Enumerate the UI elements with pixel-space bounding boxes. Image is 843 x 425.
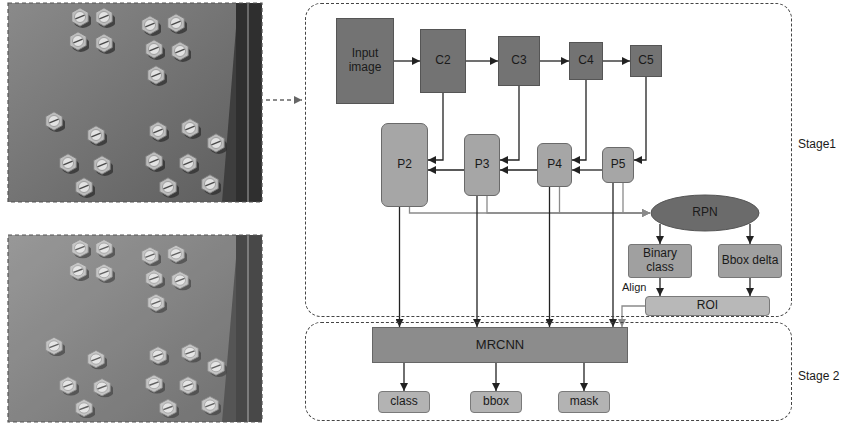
backbone-box: C5 bbox=[630, 45, 662, 77]
node-text: P5 bbox=[611, 158, 626, 172]
node-text: class bbox=[390, 395, 417, 409]
connector-arrow bbox=[560, 187, 651, 213]
node-text: Bbox delta bbox=[722, 254, 779, 268]
output-box: bbox bbox=[470, 391, 522, 413]
node-text: ROI bbox=[697, 299, 718, 313]
connector-arrow bbox=[612, 183, 613, 327]
rpn-ellipse: RPN bbox=[650, 194, 760, 232]
node-text: MRCNN bbox=[476, 338, 524, 353]
photo-scene bbox=[8, 3, 262, 202]
pyramid-box: P5 bbox=[602, 147, 634, 183]
photo-scene bbox=[8, 235, 262, 422]
photo-frame bbox=[8, 235, 262, 422]
connector-arrow bbox=[572, 169, 602, 170]
connector-arrow bbox=[487, 196, 650, 213]
input-box: Input image bbox=[336, 18, 394, 104]
photo-original bbox=[8, 3, 262, 202]
node-text: P4 bbox=[547, 158, 562, 172]
connector-arrow bbox=[428, 169, 464, 170]
backbone-box: C2 bbox=[420, 29, 466, 93]
photo-segmented bbox=[8, 235, 262, 422]
connector-arrow bbox=[410, 207, 651, 213]
node-text: RPN bbox=[692, 206, 717, 220]
stage-label: Stage1 bbox=[798, 138, 836, 152]
pyramid-box: P2 bbox=[381, 123, 428, 207]
connector-arrow bbox=[394, 60, 420, 61]
node-text: mask bbox=[570, 395, 599, 409]
node-text: P2 bbox=[397, 158, 412, 172]
connector-arrow bbox=[466, 60, 498, 61]
connector-arrow bbox=[500, 169, 537, 170]
dashed-arrow bbox=[266, 99, 302, 100]
head-box: Bbox delta bbox=[718, 244, 782, 278]
connector-arrow bbox=[749, 278, 750, 296]
connector-arrow bbox=[403, 363, 404, 391]
node-text: C4 bbox=[578, 54, 593, 68]
connector-arrow bbox=[659, 278, 660, 296]
connector-arrow bbox=[428, 93, 443, 160]
connector-arrow bbox=[572, 80, 586, 160]
connector-arrow bbox=[500, 86, 519, 160]
connector-arrow bbox=[495, 363, 496, 391]
connector-arrow bbox=[583, 363, 584, 391]
backbone-box: C3 bbox=[498, 36, 540, 86]
backbone-box: C4 bbox=[569, 42, 603, 80]
pyramid-box: P4 bbox=[537, 143, 572, 187]
ellipse-fill bbox=[651, 195, 759, 231]
stage-region: Stage1Input imageC2C3C4C5P2P3P4P5RPNBina… bbox=[305, 3, 792, 317]
node-text: Input image bbox=[337, 47, 393, 75]
connector-arrow bbox=[476, 196, 477, 327]
connector-arrow bbox=[634, 77, 646, 160]
head-box: Binary class bbox=[628, 244, 692, 278]
connector-arrow bbox=[749, 224, 750, 244]
pyramid-box: P3 bbox=[464, 134, 500, 196]
mrcnn-box: MRCNN bbox=[372, 327, 628, 363]
label-text: Align bbox=[622, 281, 646, 293]
node-text: Binary class bbox=[629, 247, 691, 275]
node-text: P3 bbox=[475, 158, 490, 172]
connector-arrow bbox=[659, 224, 660, 244]
output-box: class bbox=[378, 391, 430, 413]
roi-box: ROI bbox=[645, 296, 770, 316]
connector-arrow bbox=[623, 183, 650, 213]
stage-region: Stage 2MRCNNclassbboxmask bbox=[305, 322, 792, 421]
node-text: C5 bbox=[638, 54, 653, 68]
connector-arrow bbox=[540, 60, 569, 61]
node-text: C2 bbox=[435, 54, 450, 68]
connector-arrow bbox=[549, 187, 550, 327]
connector-arrow bbox=[603, 60, 630, 61]
mask-tint bbox=[8, 235, 262, 422]
connector-arrow bbox=[399, 207, 400, 327]
node-text: C3 bbox=[511, 54, 526, 68]
node-text: bbox bbox=[483, 395, 509, 409]
photo-frame bbox=[8, 3, 262, 202]
stage-label: Stage 2 bbox=[798, 370, 839, 384]
output-box: mask bbox=[558, 391, 610, 413]
